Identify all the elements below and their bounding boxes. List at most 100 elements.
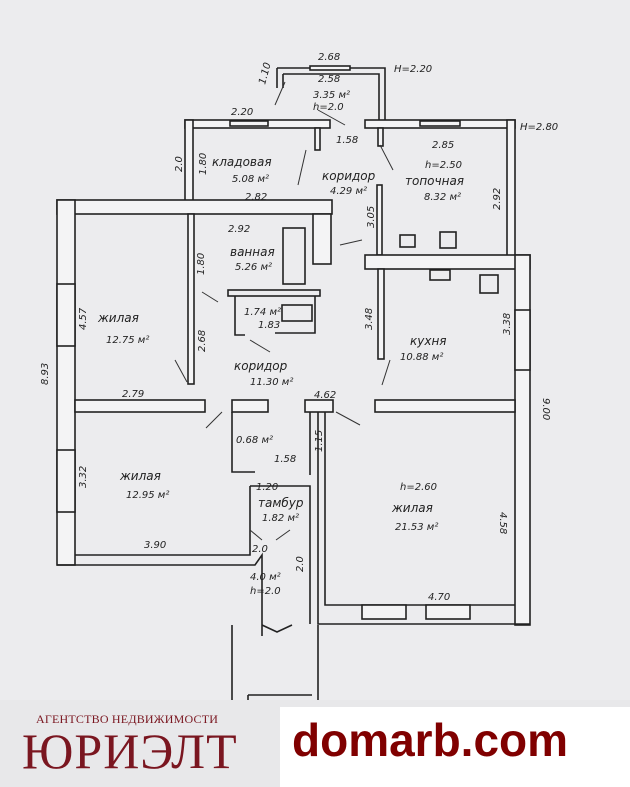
living2-side-dim: 3.32	[78, 466, 89, 488]
kitchen-right-dim: 3.38	[502, 313, 513, 335]
corridor-small-side-dim: 3.05	[366, 206, 377, 228]
site-watermark: domarb.com	[280, 707, 630, 787]
bath-area: 5.26 м²	[235, 262, 272, 273]
wc-dim: 1.83	[258, 320, 280, 331]
wc-walls	[234, 296, 316, 336]
vestibule-name: тамбур	[258, 496, 304, 510]
corridor-small-area: 4.29 м²	[330, 186, 367, 197]
kitchen-name: кухня	[410, 334, 447, 348]
closet-walls	[231, 412, 311, 475]
kitchen-vent	[479, 274, 499, 294]
storage-bottom-dim: 2.82	[245, 192, 267, 203]
living1-name: жилая	[97, 311, 139, 325]
bath-top-dim: 2.92	[228, 224, 250, 235]
boiler-side-dim: 2.92	[492, 188, 503, 210]
corridor-main-dim: 4.62	[314, 390, 336, 401]
bathtub	[282, 227, 306, 285]
corridor-small-dim: 1.58	[336, 135, 358, 146]
storage-side-dim: 1.80	[198, 153, 209, 175]
boiler-stove	[439, 231, 457, 249]
porch-room-height: h=2.0	[250, 586, 281, 597]
annex-top-dim: 2.68	[318, 52, 340, 63]
living1-bottom-dim: 2.79	[122, 389, 144, 400]
overall-right-dim: 9.00	[540, 398, 551, 420]
bath-left-wall	[187, 213, 195, 385]
vestibule-bottom-dim: 2.0	[252, 544, 268, 555]
floor-plan: 2.68 2.58 3.35 м² h=2.0 1.10 Н=2.20 Н=2.…	[40, 52, 559, 700]
kitchen-area: 10.88 м²	[400, 352, 443, 363]
storage-window	[229, 120, 269, 127]
kitchen-top-wall	[364, 254, 531, 270]
corridor-main-name: коридор	[234, 359, 288, 373]
boiler-door-jamb	[377, 127, 384, 147]
living1-bottom-wall	[74, 399, 206, 413]
overall-left-dim: 8.93	[40, 363, 51, 385]
living3-height: h=2.60	[400, 482, 437, 493]
kitchen-left-wall	[377, 268, 385, 360]
annex-height: h=2.0	[313, 102, 344, 113]
annex-window	[309, 65, 351, 71]
window-left-2	[56, 449, 76, 513]
annex-inner-dim: 2.58	[318, 74, 340, 85]
living1-inner-dim: 2.68	[197, 330, 208, 352]
lower-walls	[57, 412, 530, 636]
boiler-name: топочная	[405, 174, 464, 188]
window-bottom-2	[425, 604, 471, 620]
boiler-unit	[399, 234, 416, 248]
bath-name: ванная	[230, 245, 275, 259]
annex-walls	[276, 67, 386, 125]
agency-name: ЮРИЭЛТ	[22, 723, 238, 779]
bath-side-dim: 1.80	[196, 253, 207, 275]
boiler-area: 8.32 м²	[424, 192, 461, 203]
corridor-main-area: 11.30 м²	[250, 377, 293, 388]
storage-top-dim: 2.20	[231, 107, 253, 118]
porch-room-area: 4.0 м²	[250, 572, 281, 583]
closet-top-wall	[231, 399, 269, 413]
closet-dim: 1.15	[314, 430, 325, 452]
living3-bottom-dim: 4.70	[428, 592, 450, 603]
kitchen-stove	[429, 269, 451, 281]
living2-name: жилая	[119, 469, 161, 483]
living2-area: 12.95 м²	[126, 490, 169, 501]
bath-partition	[227, 289, 321, 297]
porch-room-side-dim: 2.0	[295, 556, 306, 572]
window-left-1	[56, 283, 76, 347]
porch-steps	[231, 624, 319, 700]
living1-side-dim: 4.57	[78, 307, 89, 330]
boiler-top-dim: 2.85	[432, 140, 454, 151]
labels: 2.68 2.58 3.35 м² h=2.0 1.10 Н=2.20 Н=2.…	[40, 52, 558, 603]
window-bottom-1	[361, 604, 407, 620]
door-swings	[174, 81, 394, 541]
storage-door-jamb	[314, 127, 321, 151]
site-name: domarb.com	[292, 714, 569, 766]
vestibule-dim: 1.58	[274, 454, 296, 465]
living2-bottom-dim: 3.90	[144, 540, 166, 551]
storage-area: 5.08 м²	[232, 174, 269, 185]
shaft	[312, 213, 332, 265]
living3-name: жилая	[391, 501, 433, 515]
vestibule-top-wall	[304, 399, 334, 413]
corridor-small-name: коридор	[322, 169, 376, 183]
closet-area: 0.68 м²	[236, 435, 273, 446]
main-top-wall-left	[56, 199, 333, 215]
main-ceiling-height: Н=2.80	[520, 122, 558, 133]
walls	[56, 65, 531, 700]
agency-caption: АГЕНТСТВО НЕДВИЖИМОСТИ	[36, 712, 219, 726]
vestibule-area: 1.82 м²	[262, 513, 299, 524]
living3-area: 21.53 м²	[395, 522, 438, 533]
storage-outer-dim: 2.0	[174, 156, 185, 172]
storage-left-wall	[184, 119, 194, 211]
living3-top-wall	[374, 399, 516, 413]
boiler-height: h=2.50	[425, 160, 462, 171]
boiler-left-wall	[376, 184, 383, 256]
living1-area: 12.75 м²	[106, 335, 149, 346]
kitchen-side-dim: 3.48	[364, 308, 375, 330]
wc-area: 1.74 м²	[244, 307, 281, 318]
sink	[281, 304, 313, 322]
window-right	[514, 309, 531, 371]
boiler-window	[419, 120, 461, 127]
annex-area: 3.35 м²	[313, 90, 350, 101]
living3-side-dim: 4.58	[497, 512, 508, 534]
vestibule-side-dim: 1.20	[256, 482, 278, 493]
storage-name: кладовая	[212, 155, 272, 169]
